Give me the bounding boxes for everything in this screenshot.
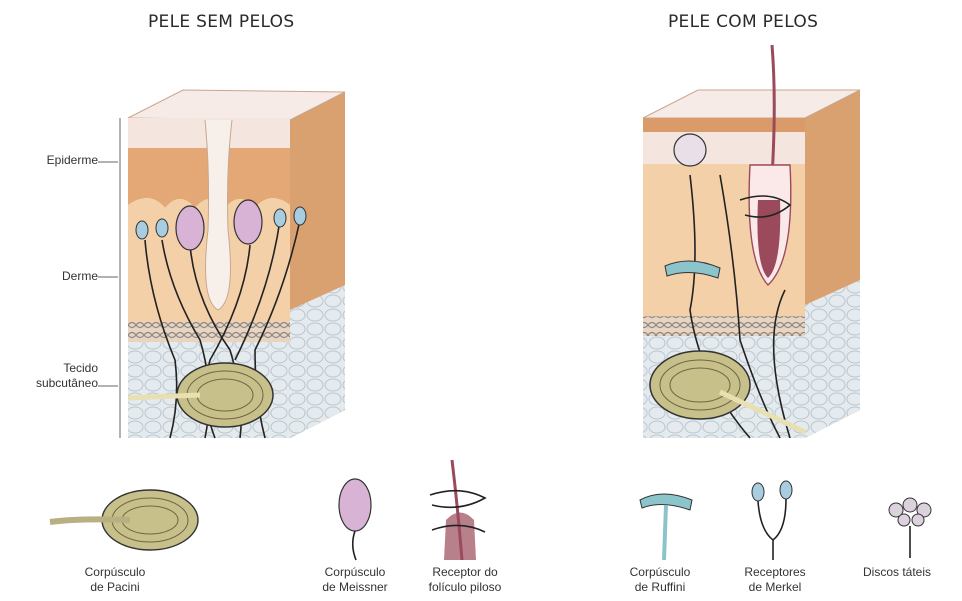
hairless-skin-block: [98, 90, 345, 438]
hairy-skin-block: [643, 45, 860, 438]
receptor-meissner-icon: [339, 479, 371, 560]
receptor-tactile-discs-icon: [889, 498, 931, 558]
merkel-disc: [294, 207, 306, 225]
pacini-axon: [128, 395, 200, 398]
epidermis-layer: [643, 118, 805, 132]
stratum-layer: [643, 132, 805, 164]
sweat-duct: [205, 120, 232, 310]
tactile-disc: [674, 134, 706, 166]
pacini-corpuscle: [650, 351, 750, 419]
receptor-hair-follicle-icon: [430, 460, 485, 560]
dermis-mesh: [128, 322, 290, 342]
merkel-disc: [156, 219, 168, 237]
dermis-mesh: [643, 316, 805, 336]
meissner-corpuscle: [234, 200, 262, 244]
meissner-corpuscle: [176, 206, 204, 250]
receptor-ruffini-icon: [640, 494, 692, 560]
receptor-pacini-icon: [50, 490, 198, 550]
merkel-disc: [274, 209, 286, 227]
merkel-disc: [136, 221, 148, 239]
receptor-merkel-icon: [752, 481, 792, 560]
